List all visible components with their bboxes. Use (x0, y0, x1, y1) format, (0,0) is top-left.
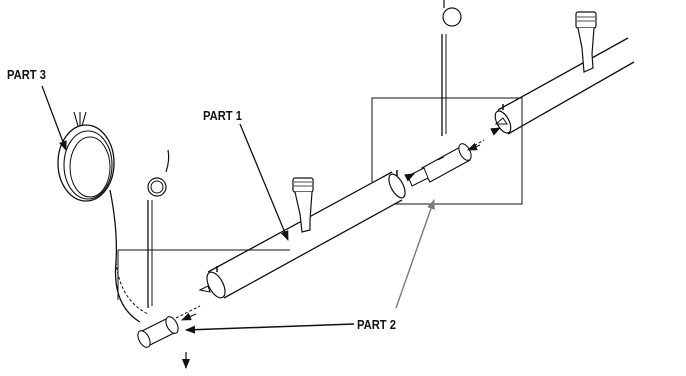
part1-label: PART 1 (203, 108, 242, 123)
part2-label: PART 2 (357, 317, 396, 332)
part1-leader (239, 123, 289, 241)
end-connector-icon (137, 305, 201, 348)
part2-leader-black (185, 323, 355, 334)
pipe-upper (494, 37, 635, 135)
lower-nozzle-icon (292, 177, 314, 233)
right-panel-outline (371, 97, 523, 205)
part3-leader (41, 85, 67, 151)
joint-arrows (181, 127, 501, 321)
upper-probe-icon (441, 0, 462, 136)
part2-leader-gray (395, 199, 435, 309)
coiled-cable-icon (57, 111, 149, 323)
middle-connector-icon (407, 139, 485, 187)
upper-nozzle-icon (575, 11, 597, 73)
lower-probe-icon (147, 149, 170, 308)
clamp-marks (198, 104, 508, 293)
pipe-lower (206, 171, 406, 299)
part3-label: PART 3 (7, 67, 46, 82)
